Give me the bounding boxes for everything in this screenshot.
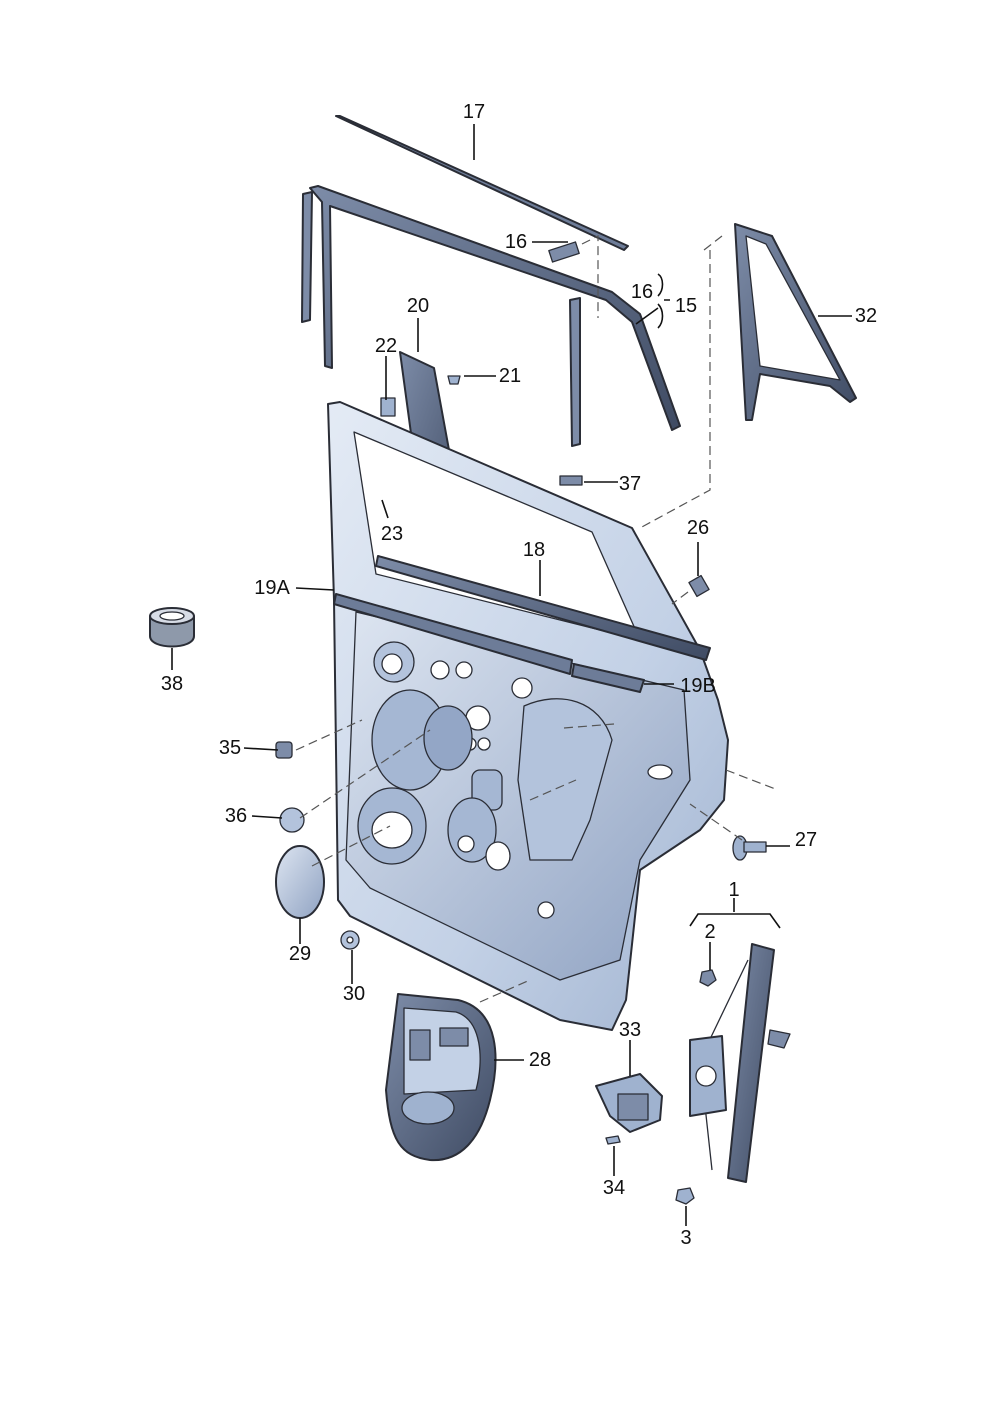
quarter-window-frame-32 — [734, 223, 857, 421]
assembly-dashes — [295, 235, 779, 1003]
label-19A: 19A — [254, 577, 290, 599]
pad-26 — [688, 574, 710, 598]
label-20: 20 — [407, 295, 429, 317]
label-1: 1 — [728, 879, 739, 901]
nut-3 — [675, 1187, 695, 1205]
label-38: 38 — [161, 673, 183, 695]
label-16a: 16 — [505, 231, 527, 253]
label-32: 32 — [855, 305, 877, 327]
clip-22 — [380, 397, 396, 417]
label-37: 37 — [619, 473, 641, 495]
label-29: 29 — [289, 943, 311, 965]
label-26: 26 — [687, 517, 709, 539]
washer-30-hole — [346, 936, 354, 944]
label-28: 28 — [529, 1049, 551, 1071]
seal-19 — [333, 593, 573, 675]
clip-16 — [548, 241, 580, 263]
bolt-27 — [732, 835, 767, 861]
label-35: 35 — [219, 737, 241, 759]
label-36: 36 — [225, 805, 247, 827]
seal-18 — [375, 555, 711, 661]
label-15: 15 — [675, 295, 697, 317]
seal-strip-17 — [335, 115, 629, 251]
door-shell — [327, 401, 729, 1031]
label-27: 27 — [795, 829, 817, 851]
leader-lines — [171, 124, 852, 1226]
label-34: 34 — [603, 1177, 625, 1199]
part-labels: 17 16 16 15 20 22 21 32 23 37 18 26 19A … — [161, 101, 877, 1249]
cover-panel-28 — [385, 993, 497, 1162]
label-21: 21 — [499, 365, 521, 387]
label-16b: 16 — [631, 281, 653, 303]
window-guide-frame — [301, 185, 681, 447]
label-19B: 19B — [680, 675, 716, 697]
bolt-35 — [275, 741, 293, 759]
label-33: 33 — [619, 1019, 641, 1041]
label-2: 2 — [704, 921, 715, 943]
plug-36 — [279, 807, 305, 833]
screw-34 — [605, 1135, 621, 1145]
label-30: 30 — [343, 983, 365, 1005]
screw-21 — [447, 375, 461, 385]
label-22: 22 — [375, 335, 397, 357]
grommet-38 — [149, 607, 195, 648]
window-regulator-1 — [689, 943, 791, 1183]
label-18: 18 — [523, 539, 545, 561]
seal-19B — [571, 663, 645, 693]
motor-33 — [595, 1073, 663, 1133]
cover-29 — [275, 845, 325, 919]
label-23: 23 — [381, 523, 403, 545]
nut-2 — [699, 969, 717, 987]
label-3: 3 — [680, 1227, 691, 1249]
clip-37 — [559, 475, 583, 486]
label-17: 17 — [463, 101, 485, 123]
